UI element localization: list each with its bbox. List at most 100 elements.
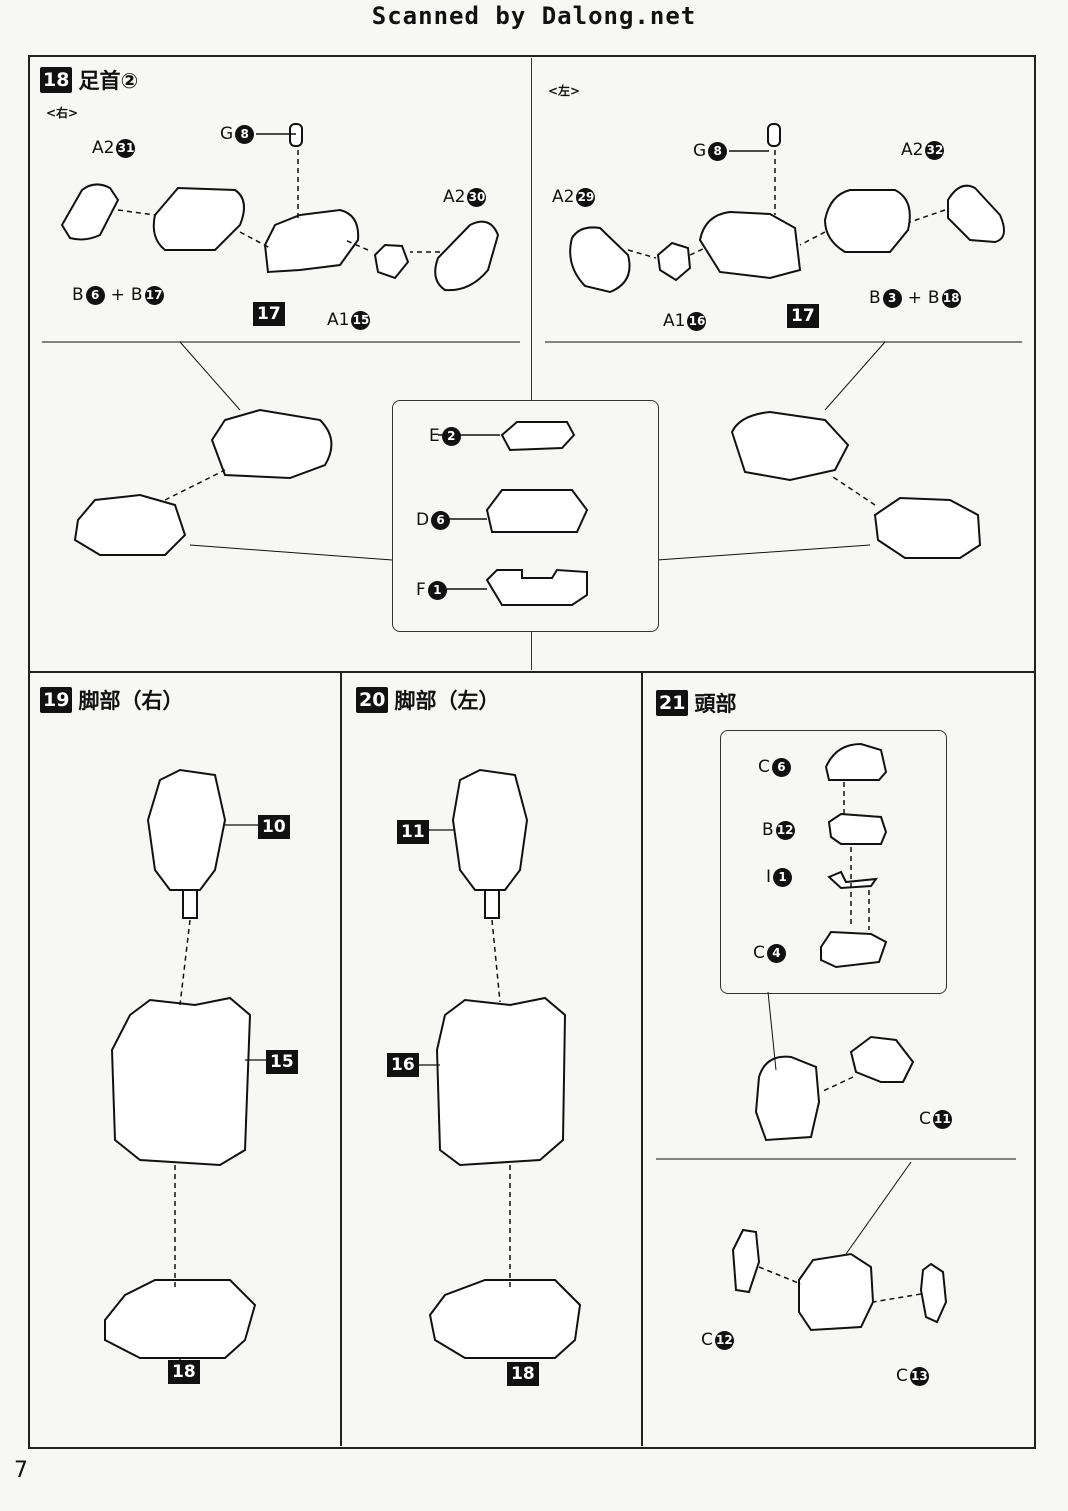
inset-parts-drawing: [438, 421, 589, 606]
part-number: 8: [235, 124, 255, 144]
track-part: [823, 189, 911, 253]
label-c6: C 6: [758, 757, 791, 777]
pin-part: [767, 123, 781, 147]
foot-cover-right: [73, 493, 187, 556]
label-a1-15: A1 15: [327, 310, 371, 330]
part-number: 16: [687, 311, 707, 331]
step18-heading: 18 足首②: [40, 65, 138, 95]
part-number: 8: [708, 141, 728, 161]
label-e2: E 2: [429, 426, 461, 446]
part-number: 32: [925, 140, 945, 160]
a1-15-part: [373, 243, 410, 280]
part-number: 1: [773, 867, 793, 887]
assembly-number-18: 18: [168, 1360, 200, 1384]
step-title: 脚部（右）: [78, 689, 184, 713]
ankle-assembly-left: [730, 410, 850, 482]
assembly-number-18: 18: [507, 1362, 539, 1386]
label-c4: C 4: [753, 943, 786, 963]
step-title: 脚部（左）: [394, 689, 500, 713]
lower-leg-part: [110, 996, 252, 1167]
a2-31-part: [60, 183, 120, 241]
step-number: 21: [656, 690, 689, 716]
label-a2-31: A2 31: [92, 138, 136, 158]
a2-29-part: [569, 226, 631, 294]
a2-32-part: [947, 184, 1005, 244]
step21-drawing: [656, 742, 1016, 1332]
assembly-number-17-left: 17: [787, 304, 819, 328]
label-c13: C 13: [896, 1366, 929, 1386]
ankle-joint-part: [698, 210, 802, 280]
step19-drawing: [104, 768, 266, 1360]
c13-part: [919, 1262, 948, 1324]
leader-line: [729, 150, 770, 152]
a2-30-part: [434, 220, 500, 292]
assembly-number-17-right: 17: [253, 302, 285, 326]
f-part: [485, 568, 588, 606]
assembly-number-16: 16: [387, 1053, 419, 1077]
head-front-part: [754, 1055, 821, 1142]
column-divider: [641, 671, 643, 1446]
part-number: 13: [909, 1366, 929, 1386]
track-part: [152, 186, 245, 251]
label-a1-16: A1 16: [663, 311, 707, 331]
scan-credit: Scanned by Dalong.net: [371, 2, 697, 30]
label-a2-29: A2 29: [552, 187, 596, 207]
part-number: 3: [882, 288, 902, 308]
part-number: 17: [144, 285, 164, 305]
part-number: 31: [116, 138, 136, 158]
step-number: 19: [40, 687, 73, 713]
step20-drawing: [413, 768, 582, 1359]
part-number: 1: [427, 580, 447, 600]
label-g8-left: G 8: [693, 141, 770, 161]
part-number: 4: [766, 943, 786, 963]
label-b6-b17: B 6 + B 17: [72, 285, 164, 305]
part-number: 18: [941, 288, 961, 308]
part-number: 29: [576, 187, 596, 207]
label-i1: I 1: [766, 867, 793, 887]
a1-16-part: [656, 241, 692, 282]
d-part: [485, 489, 589, 533]
part-number: 2: [441, 426, 461, 446]
lower-leg-part: [435, 996, 567, 1167]
part-number: 6: [771, 757, 791, 777]
pin-part: [289, 123, 303, 147]
step21-heading: 21 頭部: [656, 688, 736, 718]
peg: [182, 889, 198, 919]
part-number: 12: [775, 820, 795, 840]
step18-split-line: [531, 58, 532, 670]
column-divider: [340, 671, 342, 1446]
c4-part: [820, 930, 888, 969]
step-number: 18: [40, 67, 73, 93]
page-frame: [28, 55, 1036, 1449]
part-number: 12: [714, 1330, 734, 1350]
head-assembly: [798, 1252, 875, 1332]
e-part: [500, 421, 576, 452]
c12-part: [731, 1228, 761, 1294]
step-number: 20: [356, 687, 389, 713]
foot-cover-left: [873, 496, 982, 559]
assembly-number-10: 10: [258, 815, 290, 839]
label-b3-b18: B 3 + B 18: [869, 288, 961, 308]
ankle-assembly: [428, 1279, 582, 1359]
i1-part: [827, 870, 879, 890]
part-number: 15: [351, 310, 371, 330]
leader-line: [256, 133, 297, 135]
upper-leg-part: [146, 768, 227, 891]
b12-part: [827, 812, 888, 845]
label-f1: F 1: [416, 580, 447, 600]
ankle-assembly: [104, 1279, 257, 1359]
part-number: 11: [932, 1109, 952, 1129]
part-number: 6: [431, 510, 451, 530]
peg: [484, 889, 500, 919]
ankle-assembly-right: [210, 408, 333, 480]
assembly-number-11: 11: [397, 820, 429, 844]
label-a2-30: A2 30: [443, 187, 487, 207]
step18-assembly-drawing: [42, 123, 1022, 578]
label-d6: D 6: [416, 510, 451, 530]
label-a2-32: A2 32: [901, 140, 945, 160]
step-title: 足首②: [78, 69, 139, 93]
c6-part: [824, 742, 888, 781]
step-title: 頭部: [694, 692, 737, 716]
label-g8-right: G 8: [220, 124, 297, 144]
step20-heading: 20 脚部（左）: [356, 685, 499, 715]
